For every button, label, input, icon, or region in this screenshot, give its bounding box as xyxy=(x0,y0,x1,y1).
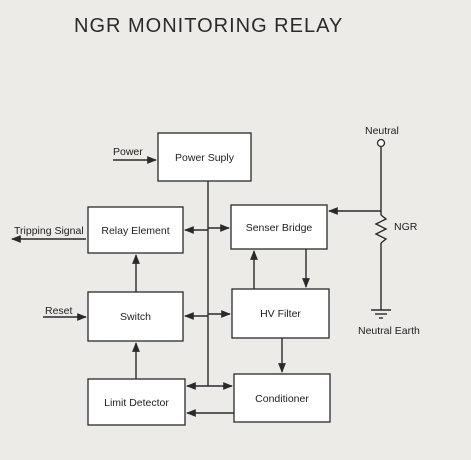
conditioner-label: Conditioner xyxy=(255,393,309,405)
limit-detector-label: Limit Detector xyxy=(104,397,169,409)
ngr-circuit xyxy=(328,138,391,319)
tripping-signal-label: Tripping Signal xyxy=(14,225,84,237)
block-senser-bridge: Senser Bridge xyxy=(230,204,328,250)
switch-label: Switch xyxy=(120,311,151,323)
block-switch: Switch xyxy=(87,291,184,342)
hv-filter-label: HV Filter xyxy=(260,308,301,320)
block-relay-element: Relay Element xyxy=(87,206,184,254)
reset-label: Reset xyxy=(45,305,73,317)
power-bus xyxy=(184,181,233,390)
neutral-terminal-icon xyxy=(376,138,386,148)
power-label: Power xyxy=(113,146,143,158)
diagram-title: NGR MONITORING RELAY xyxy=(74,15,343,37)
block-conditioner: Conditioner xyxy=(233,373,331,423)
earth-ground-icon xyxy=(371,309,391,319)
relay-element-label: Relay Element xyxy=(101,225,169,237)
neutral-earth-label: Neutral Earth xyxy=(358,325,420,337)
resistor-icon xyxy=(374,214,388,244)
block-power-supply: Power Suply xyxy=(157,132,252,182)
ngr-label: NGR xyxy=(394,221,418,233)
senser-bridge-label: Senser Bridge xyxy=(246,222,313,234)
neutral-label: Neutral xyxy=(365,125,399,137)
power-supply-label: Power Suply xyxy=(175,152,235,164)
block-limit-detector: Limit Detector xyxy=(87,378,186,426)
block-hv-filter: HV Filter xyxy=(231,288,330,339)
